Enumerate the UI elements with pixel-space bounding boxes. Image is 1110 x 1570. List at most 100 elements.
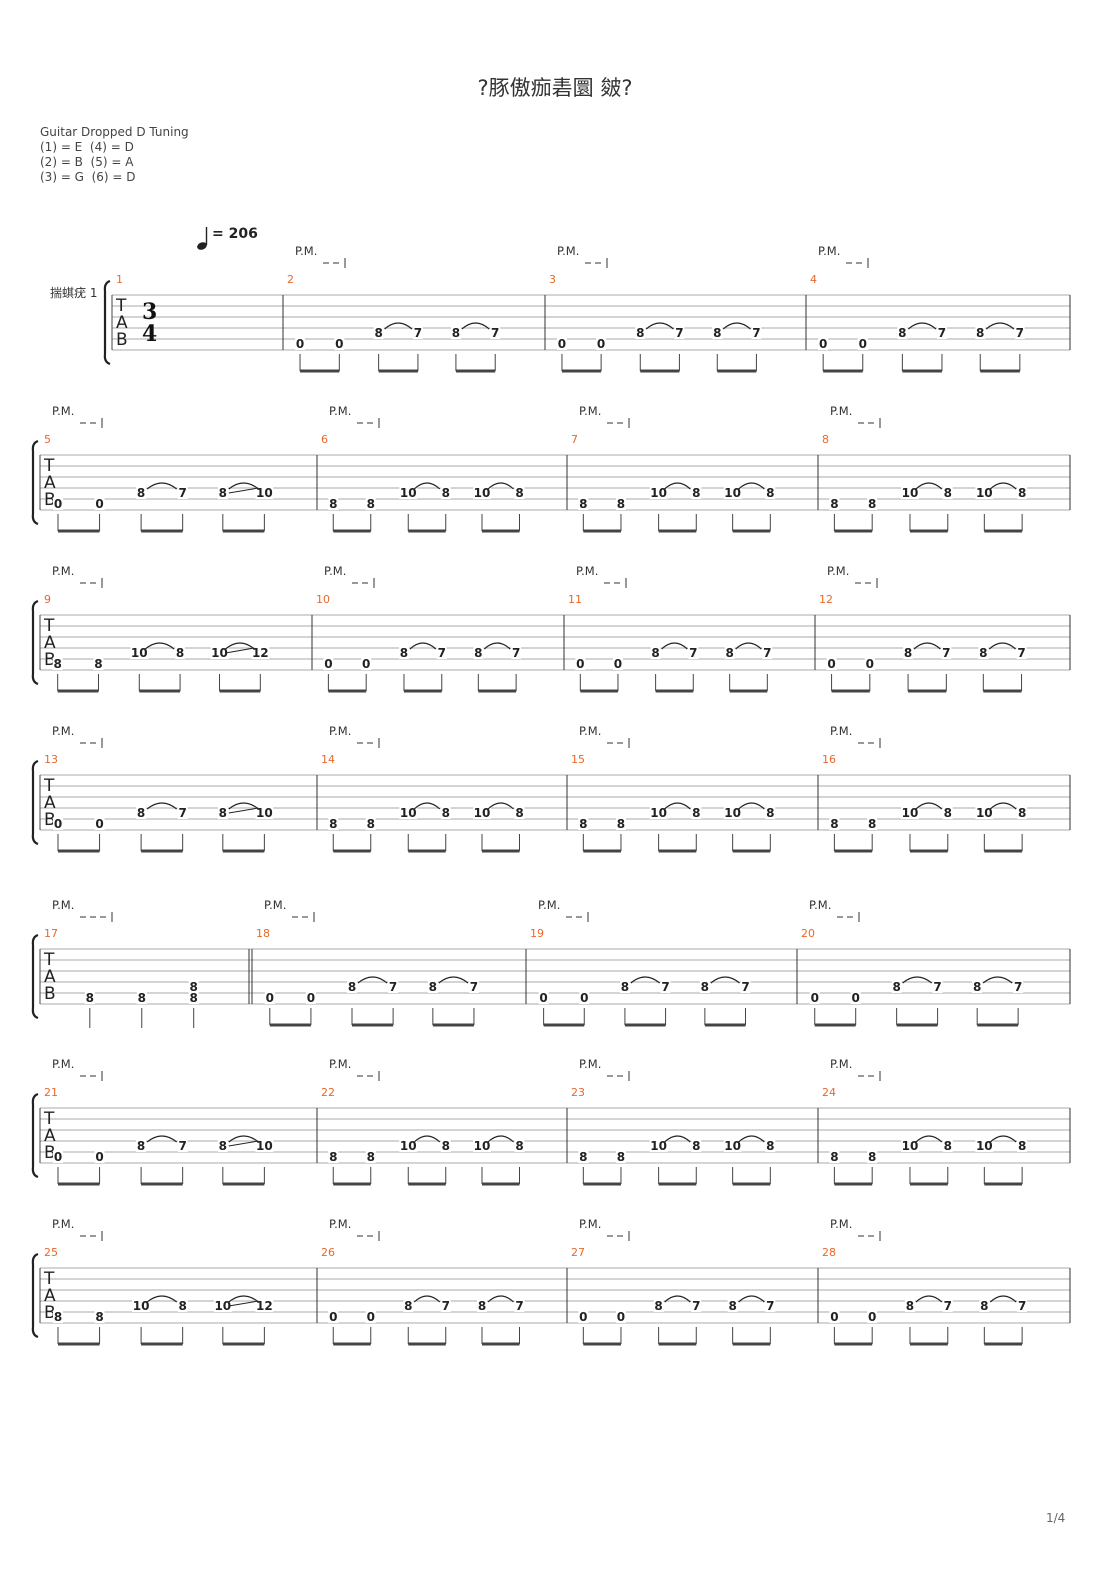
fret-bg xyxy=(177,807,188,819)
slide-line xyxy=(225,647,255,654)
fret-bg xyxy=(177,1140,188,1152)
measure-number: 11 xyxy=(568,593,582,606)
fret-bg xyxy=(427,981,438,993)
palm-mute-label: P.M. xyxy=(52,564,74,578)
fret-number: 10 xyxy=(474,806,491,820)
fret-bg xyxy=(857,338,868,350)
measure-number: 18 xyxy=(256,927,270,940)
slide-line xyxy=(228,1140,259,1147)
fret-number: 8 xyxy=(219,1139,227,1153)
measure-number: 12 xyxy=(819,593,833,606)
fret-number: 8 xyxy=(766,806,774,820)
fret-number: 0 xyxy=(266,991,274,1005)
palm-mute-label: P.M. xyxy=(830,1057,852,1071)
fret-number: 8 xyxy=(1018,1139,1026,1153)
tie-arc xyxy=(915,1135,943,1143)
fret-number: 0 xyxy=(539,991,547,1005)
fret-number: 10 xyxy=(256,486,273,500)
fret-number: 10 xyxy=(724,1139,741,1153)
fret-bg xyxy=(217,807,228,819)
fret-number: 8 xyxy=(621,980,629,994)
fret-bg xyxy=(818,338,829,350)
tab-letter-a: A xyxy=(44,1286,56,1306)
fret-bg xyxy=(436,647,447,659)
fret-bg xyxy=(829,818,840,830)
fret-number: 8 xyxy=(944,486,952,500)
fret-number: 0 xyxy=(597,337,605,351)
palm-mute-label: P.M. xyxy=(52,724,74,738)
fret-bg xyxy=(53,1151,64,1163)
fret-number: 8 xyxy=(474,646,482,660)
fret-number: 8 xyxy=(478,1299,486,1313)
fret-number: 7 xyxy=(1017,646,1025,660)
fret-bg xyxy=(575,658,586,670)
fret-number: 7 xyxy=(942,646,950,660)
tab-letter-a: A xyxy=(44,793,56,813)
fret-number: 10 xyxy=(902,486,919,500)
fret-number: 0 xyxy=(580,991,588,1005)
fret-bg xyxy=(674,327,685,339)
fret-number: 8 xyxy=(944,806,952,820)
measure-number: 27 xyxy=(571,1246,585,1259)
fret-bg xyxy=(347,981,358,993)
fret-number: 8 xyxy=(178,1299,186,1313)
tie-arc xyxy=(915,482,943,490)
system-bracket xyxy=(31,1252,39,1339)
fret-bg xyxy=(130,647,149,659)
tie-arc xyxy=(661,642,688,650)
tie-arc xyxy=(710,976,740,984)
fret-number: 8 xyxy=(95,1310,103,1324)
fret-number: 10 xyxy=(650,1139,667,1153)
fret-number: 8 xyxy=(868,497,876,511)
fret-bg xyxy=(514,487,525,499)
fret-bg xyxy=(53,818,64,830)
fret-number: 0 xyxy=(576,657,584,671)
fret-bg xyxy=(975,807,994,819)
fret-bg xyxy=(765,807,776,819)
tie-arc xyxy=(228,1135,259,1143)
tab-letter-a: A xyxy=(44,633,56,653)
fret-number: 7 xyxy=(178,486,186,500)
fret-bg xyxy=(490,327,501,339)
fret-number: 0 xyxy=(827,657,835,671)
fret-number: 7 xyxy=(515,1299,523,1313)
fret-number: 10 xyxy=(976,1139,993,1153)
palm-mute-label: P.M. xyxy=(52,1217,74,1231)
fret-bg xyxy=(691,1300,702,1312)
fret-bg xyxy=(942,1300,953,1312)
fret-number: 8 xyxy=(979,646,987,660)
measure-number: 25 xyxy=(44,1246,58,1259)
fret-number: 8 xyxy=(138,991,146,1005)
fret-number: 0 xyxy=(614,657,622,671)
fret-bg xyxy=(615,1311,626,1323)
palm-mute-label: P.M. xyxy=(295,244,317,258)
slide-line xyxy=(228,1300,259,1307)
palm-mute-label: P.M. xyxy=(324,564,346,578)
fret-bg xyxy=(578,818,589,830)
fret-number: 0 xyxy=(54,817,62,831)
fret-bg xyxy=(94,1311,105,1323)
tie-arc xyxy=(738,802,765,810)
fret-bg xyxy=(1013,981,1024,993)
fret-bg xyxy=(900,487,919,499)
tab-letter-b: B xyxy=(116,330,128,350)
fret-number: 0 xyxy=(617,1310,625,1324)
fret-bg xyxy=(712,327,723,339)
fret-bg xyxy=(1017,487,1028,499)
measure-number: 24 xyxy=(822,1086,836,1099)
fret-bg xyxy=(596,338,607,350)
tie-arc xyxy=(722,322,751,330)
fret-number: 10 xyxy=(902,1139,919,1153)
fret-number: 8 xyxy=(701,980,709,994)
fret-bg xyxy=(850,992,861,1004)
fret-number: 8 xyxy=(976,326,984,340)
fret-number: 8 xyxy=(137,806,145,820)
fret-bg xyxy=(897,327,908,339)
